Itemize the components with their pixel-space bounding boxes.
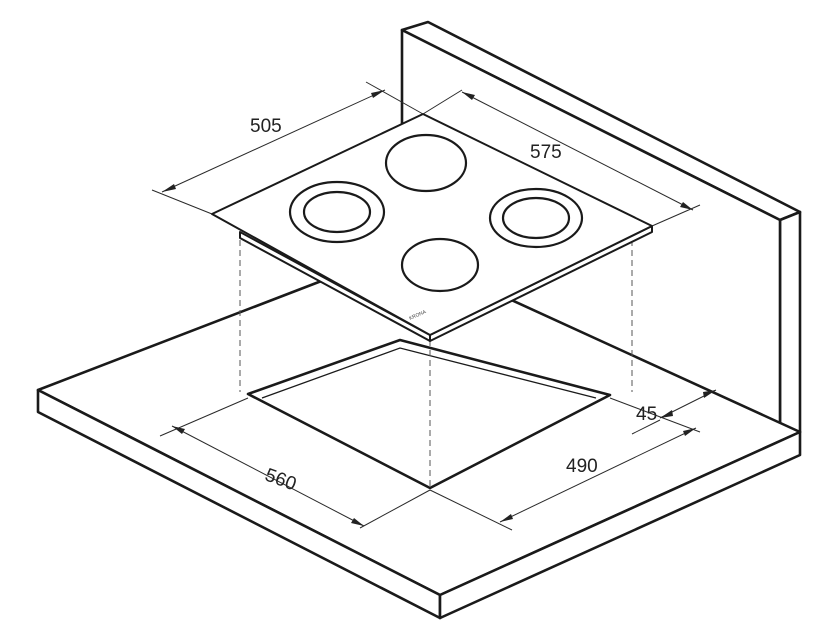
- dimension-label-575: 575: [530, 142, 562, 163]
- dimension-label-505: 505: [250, 116, 282, 137]
- dimension-575: [422, 89, 701, 227]
- back-wall-side: [778, 210, 802, 442]
- countertop-front-right: [438, 430, 802, 620]
- cutout-inner-edge: [261, 347, 597, 399]
- countertop-cutout: [246, 338, 612, 490]
- cooking-zone-back: [384, 133, 468, 193]
- cooking-zone-right-dual: [488, 187, 584, 249]
- dimension-label-490: 490: [566, 456, 598, 477]
- dimension-505: [151, 81, 424, 215]
- cooking-zone-left-dual: [288, 180, 386, 244]
- dimension-560: [159, 397, 431, 529]
- dimension-490: [429, 397, 701, 531]
- dimension-45: [631, 389, 717, 435]
- cooking-zone-front: [400, 237, 480, 293]
- dimension-label-45: 45: [636, 404, 657, 425]
